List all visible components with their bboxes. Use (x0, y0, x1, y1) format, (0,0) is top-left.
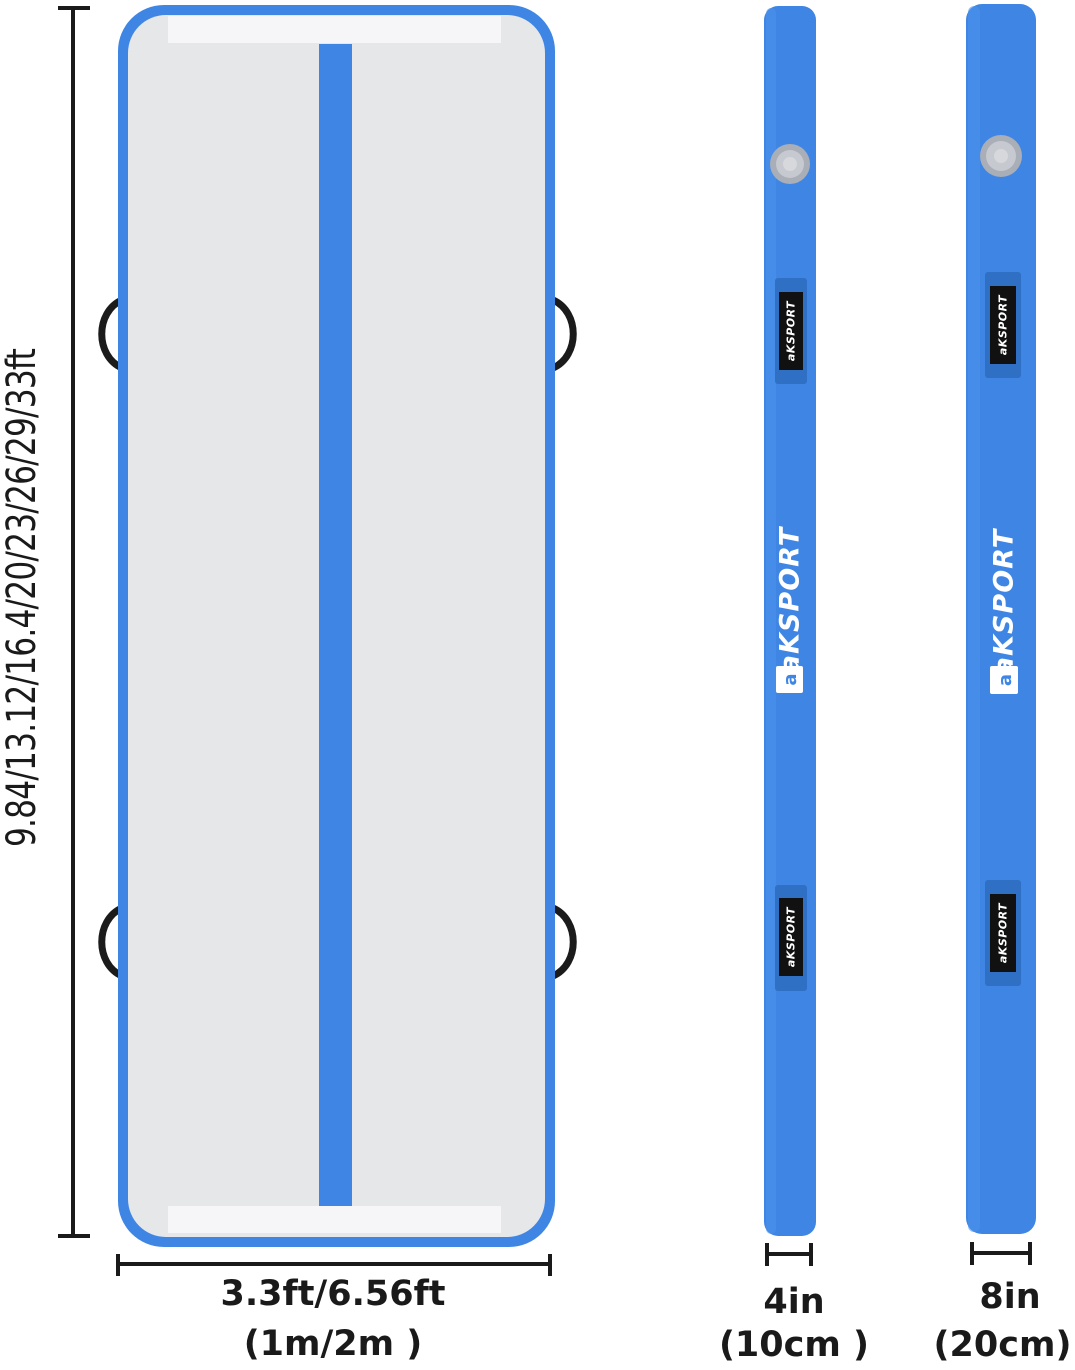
side-profile-4in: a (764, 6, 816, 1236)
thickness-dimension-4in (765, 1243, 813, 1266)
svg-text:a: a (995, 674, 1016, 686)
air-valve-icon (980, 135, 1022, 177)
thickness-label-8in-imperial: 8in (979, 1277, 1041, 1317)
width-label-imperial: 3.3ft/6.56ft (220, 1274, 446, 1314)
mat-handles (98, 296, 577, 980)
square-a-logo-icon: a (776, 666, 803, 693)
handle-left-top (98, 296, 124, 372)
brand-text-8in: aKSPORT (988, 528, 1020, 676)
brand-patch-top (775, 278, 807, 384)
patch-text-8in-bottom: aKSPORT (996, 902, 1010, 964)
length-dimension-line (58, 6, 90, 1238)
patch-text-8in-top: aKSPORT (996, 294, 1010, 356)
handle-right-top (551, 296, 577, 372)
thickness-label-4in-imperial: 4in (763, 1282, 825, 1322)
thickness-dimension-8in (970, 1242, 1032, 1265)
length-label: 9.84/13.12/16.4/20/23/26/29/33ft (0, 348, 45, 848)
svg-text:a: a (780, 673, 801, 685)
brand-patch-bottom (985, 880, 1021, 986)
patch-text-4in-bottom: aKSPORT (784, 906, 798, 968)
square-a-logo-icon: a (990, 666, 1018, 694)
end-strip-top (168, 16, 501, 43)
patch-text-4in-top: aKSPORT (784, 300, 798, 362)
width-dimension-line (116, 1254, 552, 1276)
mat-top-view (118, 5, 555, 1247)
thickness-label-4in-metric: (10cm ) (718, 1325, 870, 1365)
end-strip-bottom (168, 1206, 501, 1233)
side-profile-8in: a (966, 4, 1036, 1234)
handle-left-bottom (98, 904, 124, 980)
brand-patch-top (985, 272, 1021, 378)
width-label-metric: (1m/2m ) (243, 1324, 423, 1364)
brand-text-4in: aKSPORT (774, 526, 806, 674)
handle-right-bottom (551, 904, 577, 980)
center-guide-stripe (319, 44, 352, 1206)
brand-patch-bottom (775, 885, 807, 991)
thickness-label-8in-metric: (20cm) (933, 1325, 1072, 1365)
air-valve-icon (770, 144, 810, 184)
